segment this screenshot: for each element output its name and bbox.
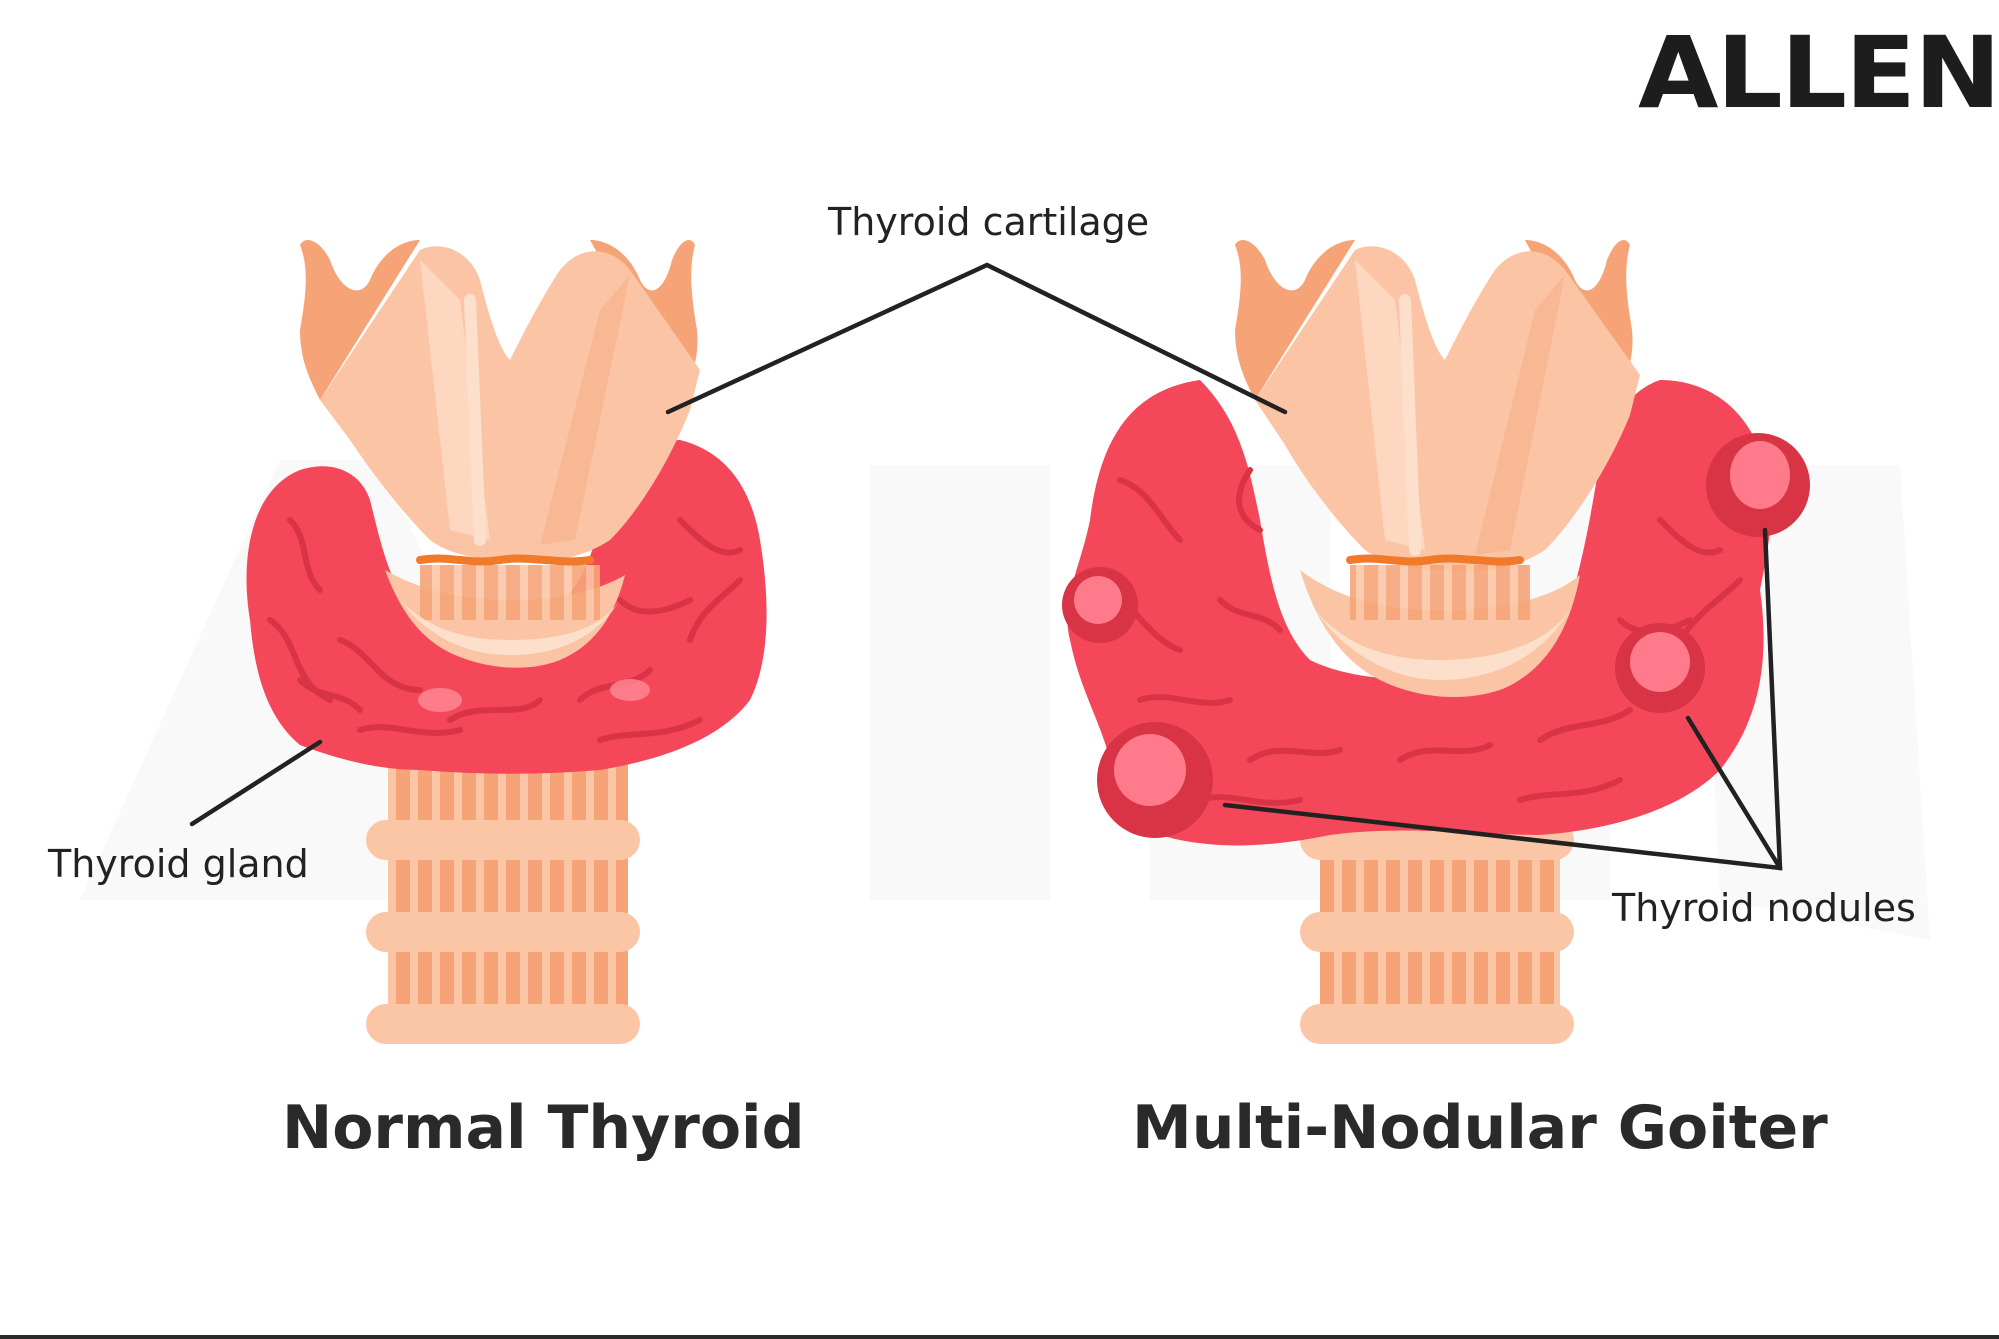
label-thyroid-gland: Thyroid gland (48, 842, 309, 886)
thyroid-gland-right (1062, 380, 1810, 846)
thyroid-cartilage-left (300, 240, 700, 668)
normal-thyroid-figure (246, 240, 767, 1044)
thyroid-gland-left (246, 440, 767, 774)
nodule-top-right (1706, 433, 1810, 537)
trachea-right (1300, 780, 1574, 1044)
bottom-border (0, 1335, 1999, 1339)
cartilage-leader (665, 262, 1288, 415)
thyroid-cartilage-right (1235, 240, 1640, 698)
label-thyroid-cartilage: Thyroid cartilage (828, 200, 1150, 244)
trachea-left (366, 760, 640, 1044)
title-multi-nodular-goiter: Multi-Nodular Goiter (1132, 1093, 1828, 1163)
title-normal-thyroid: Normal Thyroid (282, 1093, 805, 1163)
nodule-leader-2 (1685, 715, 1783, 871)
gland-leader (189, 739, 323, 827)
nodule-bottom-left (1097, 722, 1213, 838)
allen-logo: ALLEN (1638, 15, 1999, 131)
nodule-right-middle (1615, 623, 1705, 713)
goiter-figure (1062, 240, 1810, 1044)
nodule-left-middle (1062, 567, 1138, 643)
label-thyroid-nodules: Thyroid nodules (1612, 886, 1916, 930)
leader-lines (189, 262, 1783, 871)
